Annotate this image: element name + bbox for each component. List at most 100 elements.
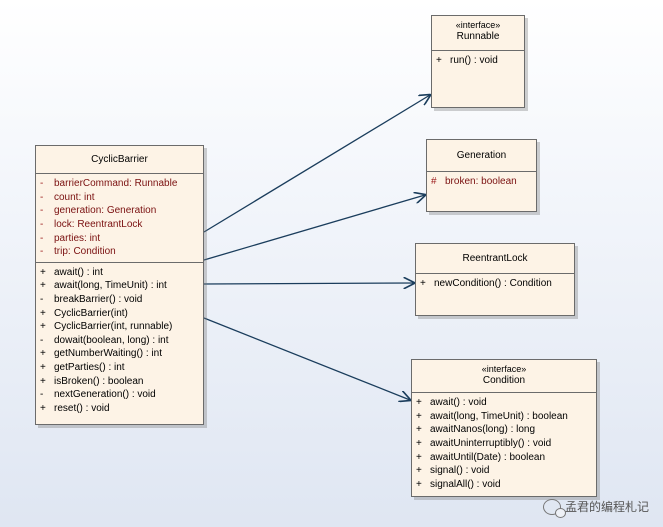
operation-row: -breakBarrier() : void xyxy=(40,293,199,307)
operation-text: CyclicBarrier(int) xyxy=(54,307,128,319)
operation-row: + getNumberWaiting() : int xyxy=(40,347,199,361)
operation-row: + CyclicBarrier(int, runnable) xyxy=(40,320,199,334)
attributes-compartment: -barrierCommand: Runnable -count: int -g… xyxy=(36,174,203,263)
class-reentrantlock[interactable]: ReentrantLock + newCondition() : Conditio… xyxy=(415,243,575,316)
operations-compartment: + newCondition() : Condition xyxy=(416,274,574,294)
attribute-row: -count: int xyxy=(40,191,199,205)
link-to-generation xyxy=(203,195,425,261)
attribute-text: parties: int xyxy=(54,232,101,244)
operation-row: + reset() : void xyxy=(40,402,199,416)
visibility-marker: - xyxy=(40,191,44,203)
operation-text: awaitNanos(long) : long xyxy=(430,424,536,436)
operation-row: +await(long, TimeUnit) : int xyxy=(40,279,199,293)
visibility-marker: + xyxy=(40,266,46,278)
visibility-marker: + xyxy=(416,478,422,490)
visibility-marker: # xyxy=(431,176,437,188)
operation-text: await(long, TimeUnit) : int xyxy=(54,280,167,292)
operation-row: + awaitNanos(long) : long xyxy=(416,423,592,437)
operation-text: dowait(boolean, long) : int xyxy=(54,334,169,346)
visibility-marker: + xyxy=(40,362,46,374)
class-runnable[interactable]: «interface» Runnable +run() : void xyxy=(431,15,525,108)
operation-row: + isBroken() : boolean xyxy=(40,374,199,388)
attribute-row: -parties: int xyxy=(40,231,199,245)
visibility-marker: - xyxy=(40,294,44,306)
visibility-marker: + xyxy=(416,424,422,436)
operation-row: -dowait(boolean, long) : int xyxy=(40,334,199,348)
visibility-marker: - xyxy=(40,246,44,258)
visibility-marker: + xyxy=(40,348,46,360)
attribute-text: generation: Generation xyxy=(54,205,157,217)
operation-text: await(long, TimeUnit) : boolean xyxy=(430,410,568,422)
operation-row: + CyclicBarrier(int) xyxy=(40,306,199,320)
operation-row: + awaitUntil(Date) : boolean xyxy=(416,450,592,464)
visibility-marker: + xyxy=(40,375,46,387)
attribute-text: trip: Condition xyxy=(54,246,116,258)
attribute-row: -generation: Generation xyxy=(40,204,199,218)
attributes-compartment: # broken: boolean xyxy=(427,172,536,192)
watermark: 孟君的编程札记 xyxy=(542,498,649,518)
class-name: Condition xyxy=(482,375,526,386)
class-cyclicbarrier[interactable]: CyclicBarrier -barrierCommand: Runnable … xyxy=(35,145,204,425)
operation-text: await() : void xyxy=(430,397,487,409)
operation-row: + signalAll() : void xyxy=(416,478,592,492)
watermark-text: 孟君的编程札记 xyxy=(564,500,649,514)
visibility-marker: - xyxy=(40,232,44,244)
operation-text: newCondition() : Condition xyxy=(434,278,552,290)
operations-compartment: +run() : void xyxy=(432,51,524,71)
attribute-row: -lock: ReentrantLock xyxy=(40,218,199,232)
class-condition[interactable]: «interface» Condition +await() : void +a… xyxy=(411,359,597,497)
operation-row: + signal() : void xyxy=(416,464,592,478)
attribute-text: broken: boolean xyxy=(445,176,517,188)
class-name: ReentrantLock xyxy=(462,252,528,264)
attribute-text: barrierCommand: Runnable xyxy=(54,178,178,190)
operation-text: await() : int xyxy=(54,266,103,278)
wechat-icon xyxy=(542,498,566,518)
link-to-reentrantlock xyxy=(203,283,414,284)
operation-text: CyclicBarrier(int, runnable) xyxy=(54,321,173,333)
visibility-marker: + xyxy=(40,402,46,414)
operation-text: getNumberWaiting() : int xyxy=(54,348,162,360)
operation-row: + getParties() : int xyxy=(40,361,199,375)
operation-text: isBroken() : boolean xyxy=(54,375,144,387)
operation-row: + await() : void xyxy=(416,396,592,410)
operation-text: reset() : void xyxy=(54,402,110,414)
visibility-marker: + xyxy=(416,465,422,477)
visibility-marker: + xyxy=(40,321,46,333)
class-generation[interactable]: Generation # broken: boolean xyxy=(426,139,537,212)
visibility-marker: + xyxy=(416,451,422,463)
operation-text: getParties() : int xyxy=(54,362,125,374)
operation-text: awaitUntil(Date) : boolean xyxy=(430,451,546,463)
operation-row: + newCondition() : Condition xyxy=(420,277,570,291)
visibility-marker: - xyxy=(40,205,44,217)
visibility-marker: + xyxy=(416,397,422,409)
stereotype-label: «interface» xyxy=(481,364,527,374)
operation-text: signalAll() : void xyxy=(430,478,501,490)
operation-text: awaitUninterruptibly() : void xyxy=(430,438,552,450)
link-to-condition xyxy=(203,317,410,400)
visibility-marker: + xyxy=(40,307,46,319)
visibility-marker: + xyxy=(416,410,422,422)
operation-text: signal() : void xyxy=(430,465,490,477)
visibility-marker: + xyxy=(436,55,442,67)
operation-text: breakBarrier() : void xyxy=(54,294,143,306)
attribute-row: # broken: boolean xyxy=(431,175,532,189)
link-to-runnable xyxy=(203,95,430,233)
visibility-marker: + xyxy=(420,278,426,290)
attribute-row: -trip: Condition xyxy=(40,245,199,259)
class-name: CyclicBarrier xyxy=(91,153,148,165)
operation-row: + await(long, TimeUnit) : boolean xyxy=(416,410,592,424)
visibility-marker: - xyxy=(40,219,44,231)
operations-compartment: + await() : void + await(long, TimeUnit) :… xyxy=(412,393,596,494)
class-name: Runnable xyxy=(456,31,500,42)
visibility-marker: - xyxy=(40,389,44,401)
operation-text: nextGeneration() : void xyxy=(54,389,156,401)
attribute-text: lock: ReentrantLock xyxy=(54,219,143,231)
operation-row: +awaitUninterruptibly() : void xyxy=(416,437,592,451)
operation-row: -nextGeneration() : void xyxy=(40,388,199,402)
attribute-row: -barrierCommand: Runnable xyxy=(40,177,199,191)
visibility-marker: - xyxy=(40,178,44,190)
operations-compartment: +await() : int +await(long, TimeUnit) : … xyxy=(36,263,203,419)
class-name: Generation xyxy=(456,149,507,161)
stereotype-label: «interface» xyxy=(455,20,501,30)
